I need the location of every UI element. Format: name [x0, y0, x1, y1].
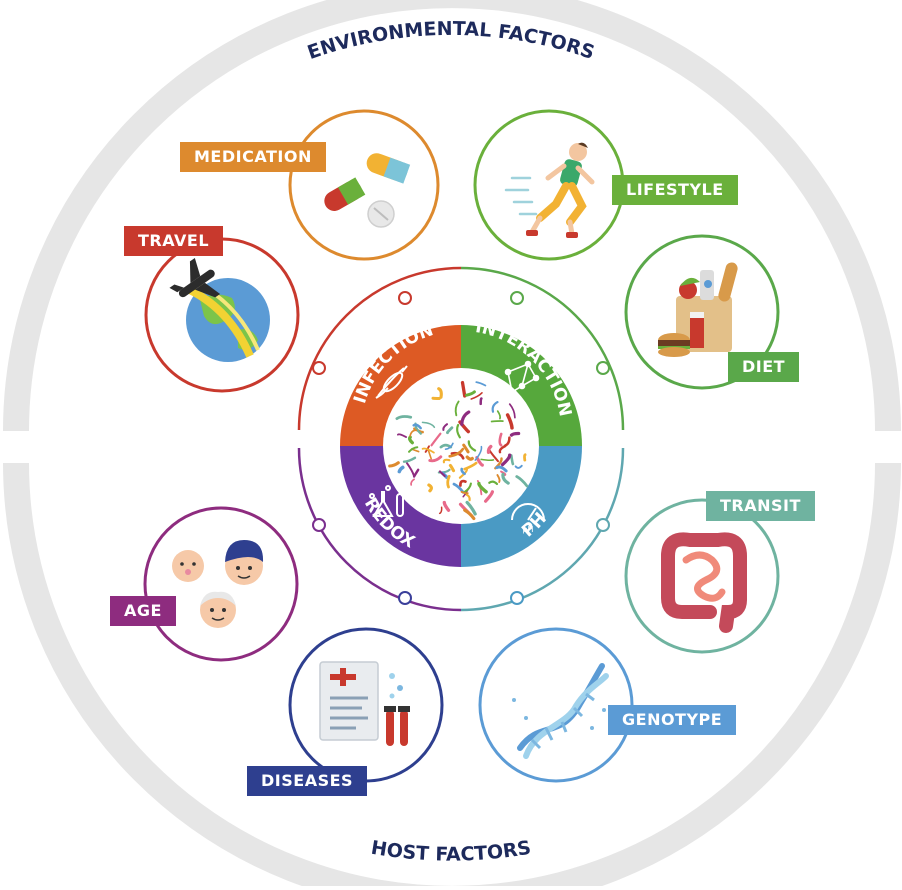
- label-diseases: DISEASES: [247, 766, 367, 796]
- label-age: AGE: [110, 596, 176, 626]
- microbe: [511, 455, 513, 464]
- label-medication: MEDICATION: [180, 142, 326, 172]
- environmental-factors-title: ENVIRONMENTAL FACTORS: [305, 18, 598, 64]
- microbe: [481, 459, 493, 460]
- microbe: [524, 455, 525, 460]
- microbe: [481, 399, 482, 404]
- label-travel: TRAVEL: [124, 226, 223, 256]
- core-center: [383, 368, 539, 524]
- factor-circle-travel: [146, 239, 298, 391]
- label-lifestyle: LIFESTYLE: [612, 175, 738, 205]
- microbe: [463, 383, 465, 396]
- microbe: [448, 476, 450, 487]
- label-transit: TRANSIT: [706, 491, 815, 521]
- factor-circle-lifestyle: [475, 111, 623, 259]
- microbe: [500, 434, 501, 445]
- label-diet: DIET: [728, 352, 799, 382]
- microbe: [467, 457, 472, 459]
- factor-circle-medication: [290, 111, 438, 259]
- microbe: [512, 433, 519, 435]
- factor-circle-age: [145, 508, 297, 660]
- host-factors-title: HOST FACTORS: [369, 837, 532, 866]
- label-genotype: GENOTYPE: [608, 705, 736, 735]
- svg-text:pH: pH: [522, 525, 533, 534]
- factor-circle-diseases: [290, 629, 442, 781]
- factor-circle-transit: [626, 500, 778, 652]
